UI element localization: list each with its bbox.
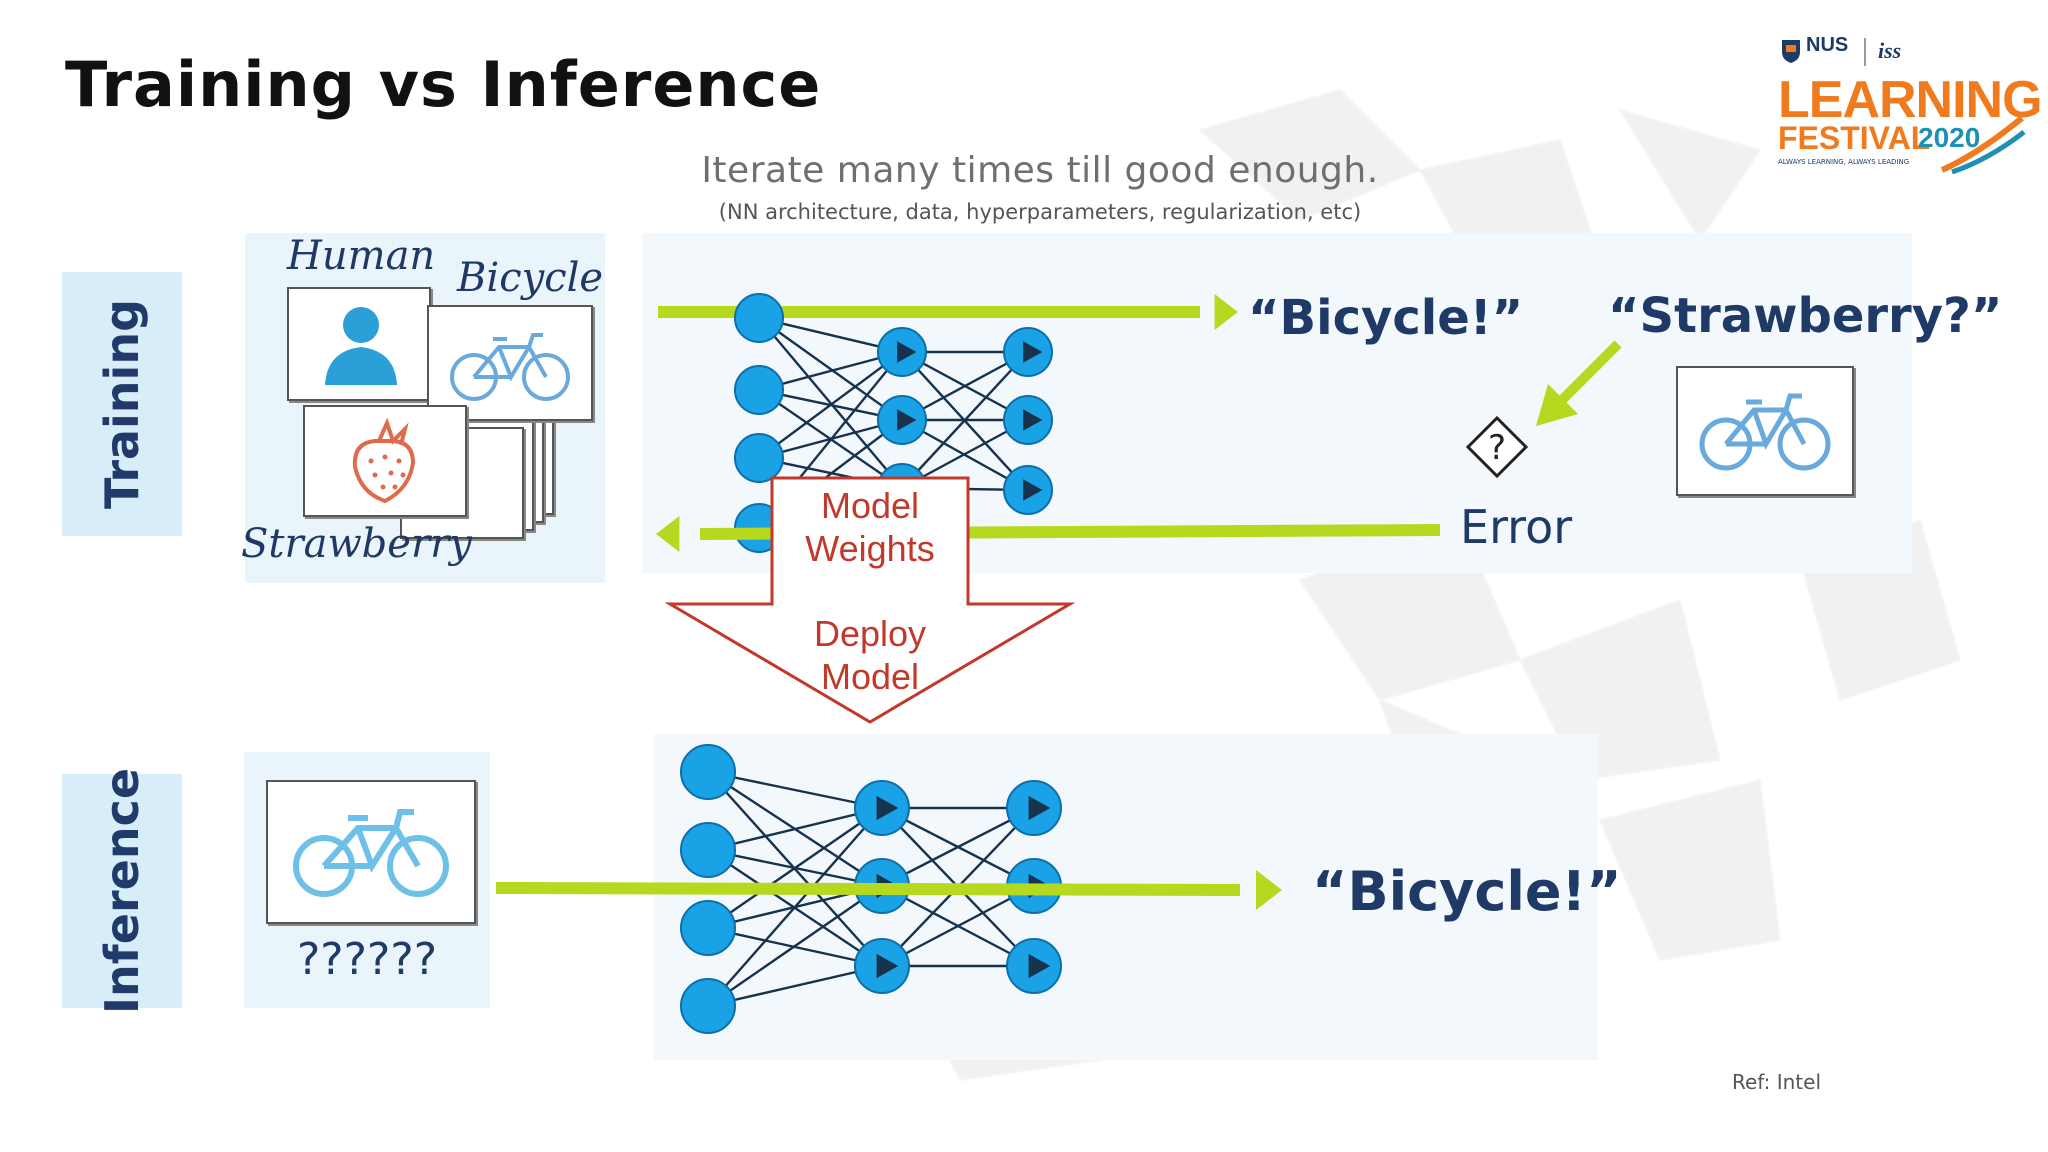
logo-festival-text: FESTIVAL <box>1778 120 1931 156</box>
node-input-arrow-icon <box>1023 341 1043 363</box>
inference-forward-arrow <box>495 882 1241 896</box>
node-input-arrow-icon <box>1028 795 1051 821</box>
iss-logo-text: iss <box>1878 38 1902 63</box>
inference-bicycle-card <box>266 780 476 924</box>
model-weights-text: Model Weights <box>805 485 935 569</box>
error-text: Error <box>1460 500 1573 554</box>
unknown-label-text: ?????? <box>296 934 438 985</box>
bicycle-icon <box>293 809 449 897</box>
network-node <box>734 433 784 483</box>
strawberry-image-card <box>303 405 467 517</box>
node-input-arrow-icon <box>897 409 917 431</box>
node-input-arrow-icon <box>876 953 899 979</box>
logo-year-text: 2020 <box>1918 122 1981 153</box>
network-edge <box>707 885 883 1007</box>
network-edge <box>758 317 903 421</box>
training-row-label: Training <box>62 272 182 536</box>
node-input-arrow-icon <box>897 341 917 363</box>
error-symbol: ? <box>1488 428 1506 468</box>
node-input-arrow-icon <box>1023 409 1043 431</box>
network-node <box>734 293 784 343</box>
logo-swoosh-icon <box>1940 115 2026 174</box>
bicycle-icon <box>1699 393 1831 471</box>
logo-divider <box>1864 38 1866 66</box>
iterate-caption: Iterate many times till good enough. <box>701 150 1379 191</box>
training-output-text: “Bicycle!” <box>1248 290 1524 346</box>
node-input-arrow-icon <box>1023 479 1043 501</box>
inference-forward-arrowhead <box>1256 870 1282 910</box>
person-icon <box>325 307 397 385</box>
network-edge <box>901 351 1029 489</box>
bicycle-icon <box>450 333 570 401</box>
page-title: Training vs Inference <box>65 48 822 121</box>
deploy-model-text: Deploy Model <box>813 613 927 697</box>
training-images-panel: Human Bicycle <box>241 233 605 583</box>
network-edge <box>881 806 1035 888</box>
strawberry-icon <box>352 417 416 504</box>
network-edge <box>707 964 883 1008</box>
node-input-arrow-icon <box>876 795 899 821</box>
nus-crest-icon <box>1782 40 1800 63</box>
label-bicycle: Bicycle <box>457 255 604 301</box>
error-arrowhead <box>1536 384 1578 426</box>
network-edge <box>758 351 903 459</box>
network-edge <box>707 807 883 929</box>
error-diamond-icon: ? <box>1465 415 1529 479</box>
backprop-arrowhead <box>656 516 680 552</box>
iterate-subcaption: (NN architecture, data, hyperparameters,… <box>718 200 1362 224</box>
network-edge <box>881 884 1035 968</box>
network-node <box>680 822 736 878</box>
nus-logo-text: NUS <box>1806 34 1849 56</box>
node-input-arrow-icon <box>1028 953 1051 979</box>
logo-learning-text: LEARNING <box>1778 71 2043 129</box>
network-edge <box>707 807 883 1007</box>
network-node <box>680 900 736 956</box>
expected-label-text: “Strawberry?” <box>1608 288 2003 344</box>
network-edge <box>758 317 903 489</box>
label-human: Human <box>287 233 436 279</box>
label-strawberry: Strawberry <box>241 521 472 567</box>
logo-tagline: ALWAYS LEARNING, ALWAYS LEADING <box>1778 158 1910 166</box>
inference-output-text: “Bicycle!” <box>1312 860 1622 923</box>
error-arrow <box>1558 340 1622 404</box>
learning-festival-logo: NUS iss LEARNING FESTIVAL 2020 ALWAYS LE… <box>1778 34 2043 174</box>
forward-pass-arrowhead <box>1214 294 1238 330</box>
inference-row-label: Inference <box>62 768 182 1014</box>
expected-bicycle-card <box>1676 366 1854 496</box>
network-node <box>734 365 784 415</box>
bicycle-image-card <box>427 305 593 421</box>
inference-image-panel: ?????? <box>244 752 490 1008</box>
human-image-card <box>287 287 431 401</box>
network-node <box>680 744 736 800</box>
network-edge <box>707 806 883 852</box>
inference-network-panel <box>654 734 1598 1060</box>
network-edge <box>707 770 883 810</box>
network-node <box>680 978 736 1034</box>
reference-text: Ref: Intel <box>1732 1070 1822 1094</box>
